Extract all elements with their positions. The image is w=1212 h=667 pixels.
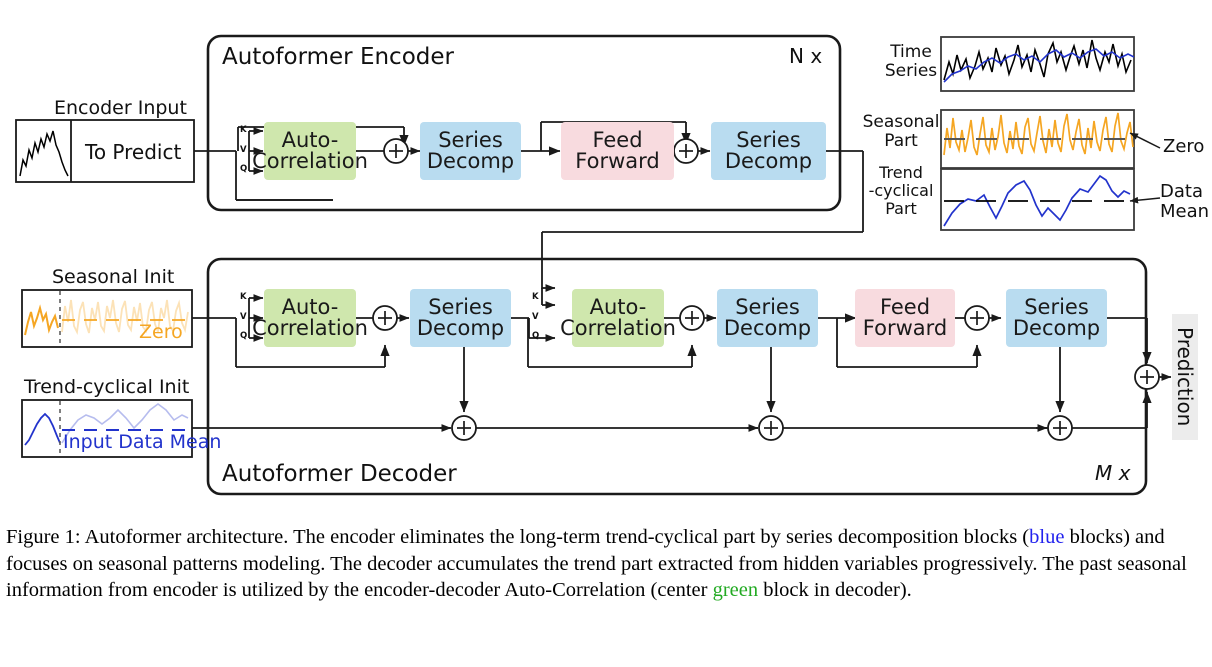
kvq-k-label: K (240, 125, 247, 135)
dec-ac1-line1: Auto- (281, 294, 339, 319)
trend-init-title: Trend-cyclical Init (24, 376, 190, 398)
caption-green-word: green (712, 579, 759, 602)
legend-data-mean-annotation: Data Mean (1160, 181, 1210, 223)
dec-series-decomp-2-block[interactable]: Series Decomp (717, 289, 818, 347)
legend-sp-line2: Part (884, 131, 918, 152)
dec-ac2-line2: Correlation (560, 316, 676, 340)
dec-sd3-line2: Decomp (1012, 316, 1101, 340)
enc-series-decomp-2-block[interactable]: Series Decomp (711, 122, 826, 180)
encoder-input-title: Encoder Input (54, 97, 187, 119)
legend-tp-line2: -cyclical (868, 181, 934, 201)
enc-series-decomp-1-block[interactable]: Series Decomp (420, 122, 521, 180)
legend-trend-part-label: Trend -cyclical Part (862, 163, 940, 219)
legend-ts-line2: Series (884, 61, 938, 82)
dec2-kvq-v-label: V (532, 311, 539, 322)
dec1-kvq-q-label: Q (240, 331, 248, 341)
enc-sd1-line1: Series (438, 127, 503, 152)
enc-ff-line1: Feed (592, 127, 643, 152)
legend-tp-line1: Trend (879, 163, 923, 182)
dec-autocorrelation-1-block[interactable]: Auto- Correlation (252, 289, 368, 347)
dec-series-decomp-1-block[interactable]: Series Decomp (410, 289, 511, 347)
encoder-kvq-labels: K V Q (240, 126, 247, 174)
dec1-kvq-k-label: K (240, 292, 247, 302)
caption-mid: blocks) and focuses on seasonal patterns… (6, 526, 1187, 602)
decoder-title: Autoformer Decoder (222, 461, 457, 487)
prediction-output-label: Prediction (1172, 314, 1198, 440)
dec-sd1-line2: Decomp (416, 316, 505, 340)
encoder-input-to-predict-label: To Predict (85, 140, 182, 164)
legend-tp-line3: Part (885, 199, 917, 219)
caption-prefix: Figure 1: Autoformer architecture. The e… (6, 526, 1030, 548)
legend-ts-line1: Time (890, 42, 932, 62)
dec-sd3-line1: Series (1024, 294, 1089, 319)
dec-sd2-line2: Decomp (723, 316, 812, 340)
figure-caption: Figure 1: Autoformer architecture. The e… (6, 524, 1206, 604)
dec-feed-forward-block[interactable]: Feed Forward (855, 289, 955, 347)
dec-ff-line2: Forward (862, 316, 948, 340)
decoder-kvq-labels-1: K V Q (240, 293, 247, 341)
decoder-kvq-labels-2: K V Q (532, 293, 539, 341)
dec1-kvq-v-label: V (240, 311, 247, 322)
enc-feed-forward-block[interactable]: Feed Forward (561, 122, 674, 180)
enc-sd1-line2: Decomp (426, 149, 515, 173)
legend-seasonal-part-label: Seasonal Part (862, 112, 940, 152)
seasonal-init-title: Seasonal Init (52, 266, 175, 288)
legend-sp-line1: Seasonal (862, 112, 940, 132)
trend-init-mean-label: Input Data Mean (63, 431, 222, 453)
enc-sd2-line1: Series (736, 127, 801, 152)
legend-dm-line2: Mean (1160, 201, 1210, 223)
dec-autocorrelation-2-block[interactable]: Auto- Correlation (560, 289, 676, 347)
dec-sd1-line1: Series (428, 294, 493, 319)
dec-series-decomp-3-block[interactable]: Series Decomp (1006, 289, 1107, 347)
enc-autocorrelation-block[interactable]: Auto- Correlation (252, 122, 368, 180)
kvq-v-label: V (240, 144, 247, 155)
legend-dm-line1: Data (1160, 181, 1203, 202)
decoder-repeat-count: M x (1095, 461, 1131, 485)
enc-autocorrelation-line2: Correlation (252, 149, 368, 173)
enc-ff-line2: Forward (575, 149, 660, 173)
caption-blue-word: blue (1029, 526, 1065, 548)
dec-ff-line1: Feed (879, 294, 931, 319)
seasonal-init-zero-label: Zero (139, 321, 183, 343)
encoder-repeat-count: N x (789, 44, 823, 68)
dec-sd2-line1: Series (735, 294, 800, 319)
caption-suffix: block in decoder). (758, 579, 912, 602)
dec-ac2-line1: Auto- (589, 294, 647, 319)
enc-sd2-line2: Decomp (724, 149, 813, 173)
legend-time-series-label: Time Series (884, 42, 938, 82)
enc-autocorrelation-line1: Auto- (281, 127, 339, 152)
kvq-q-label: Q (240, 164, 248, 174)
encoder-title: Autoformer Encoder (222, 44, 454, 70)
dec-ac1-line2: Correlation (252, 316, 368, 340)
dec2-kvq-k-label: K (532, 292, 539, 302)
dec2-kvq-q-label: Q (532, 331, 540, 341)
legend-zero-annotation: Zero (1163, 136, 1205, 157)
